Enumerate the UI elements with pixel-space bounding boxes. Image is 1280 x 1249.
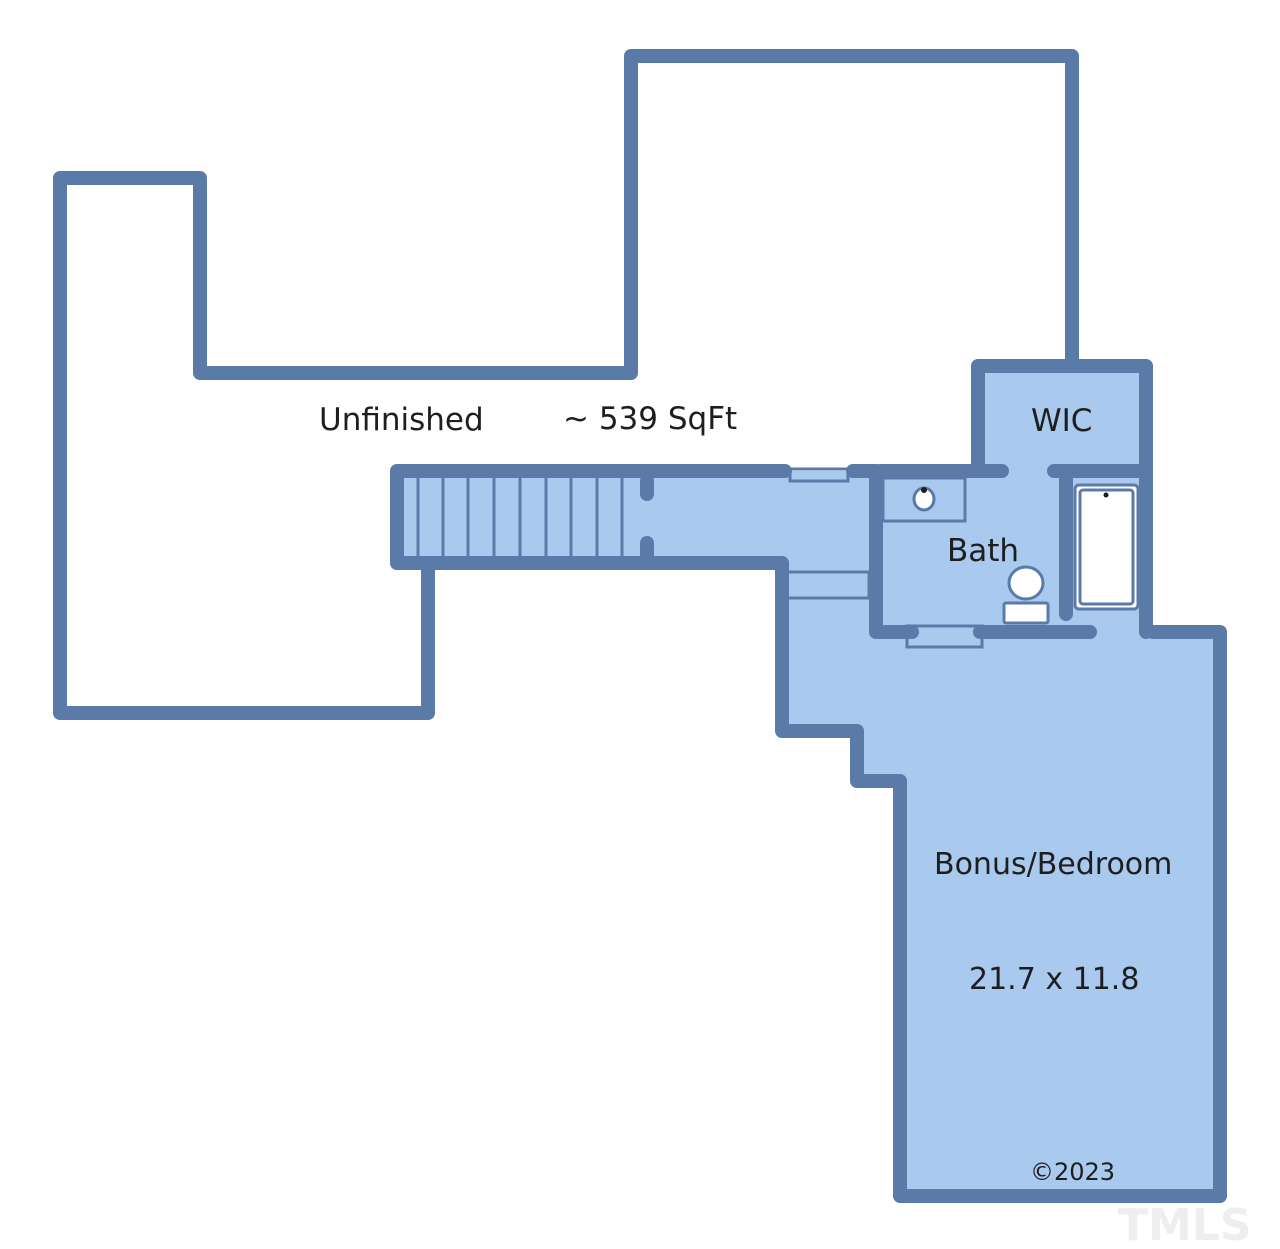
stair-and-hall-walls — [390, 464, 1227, 1203]
hall-top-wall-left — [390, 464, 1227, 1203]
copyright-text: ©2023 — [1030, 1158, 1115, 1186]
toilet-bowl-icon — [1007, 565, 1045, 601]
toilet-tank-icon — [1002, 601, 1050, 625]
wic-label: WIC — [1031, 403, 1092, 439]
wic-walls — [873, 359, 1153, 478]
bath-fixtures — [881, 476, 1140, 625]
watermark-text: TMLS — [1118, 1200, 1252, 1249]
hall-window-opening — [788, 467, 850, 483]
stairs — [416, 474, 654, 563]
hall-to-bonus-threshold — [785, 570, 871, 600]
bonus-bedroom-dimensions: 21.7 x 11.8 — [969, 962, 1139, 997]
bonus-bedroom-label: Bonus/Bedroom — [934, 847, 1172, 882]
hallway-fill — [397, 471, 1220, 1196]
doorways — [785, 467, 984, 649]
tub-drain-dot — [1103, 492, 1109, 498]
unfinished-outline-left — [53, 49, 1079, 720]
bath-door-threshold — [905, 624, 984, 649]
wic-outline — [971, 359, 1153, 478]
faucet-dot — [921, 487, 927, 493]
hall-top-wall-right — [846, 464, 919, 639]
labels: Unfinished ~ 539 SqFt WIC Bath Bonus/Bed… — [319, 401, 1252, 1249]
bathtub-inner — [1078, 488, 1135, 606]
unfinished-label: Unfinished — [319, 402, 484, 438]
unfinished-area-label: ~ 539 SqFt — [563, 401, 737, 437]
bath-walls — [1059, 464, 1153, 639]
wic-fill — [978, 366, 1146, 471]
bath-label: Bath — [947, 533, 1019, 569]
unfinished-area — [53, 49, 1079, 720]
